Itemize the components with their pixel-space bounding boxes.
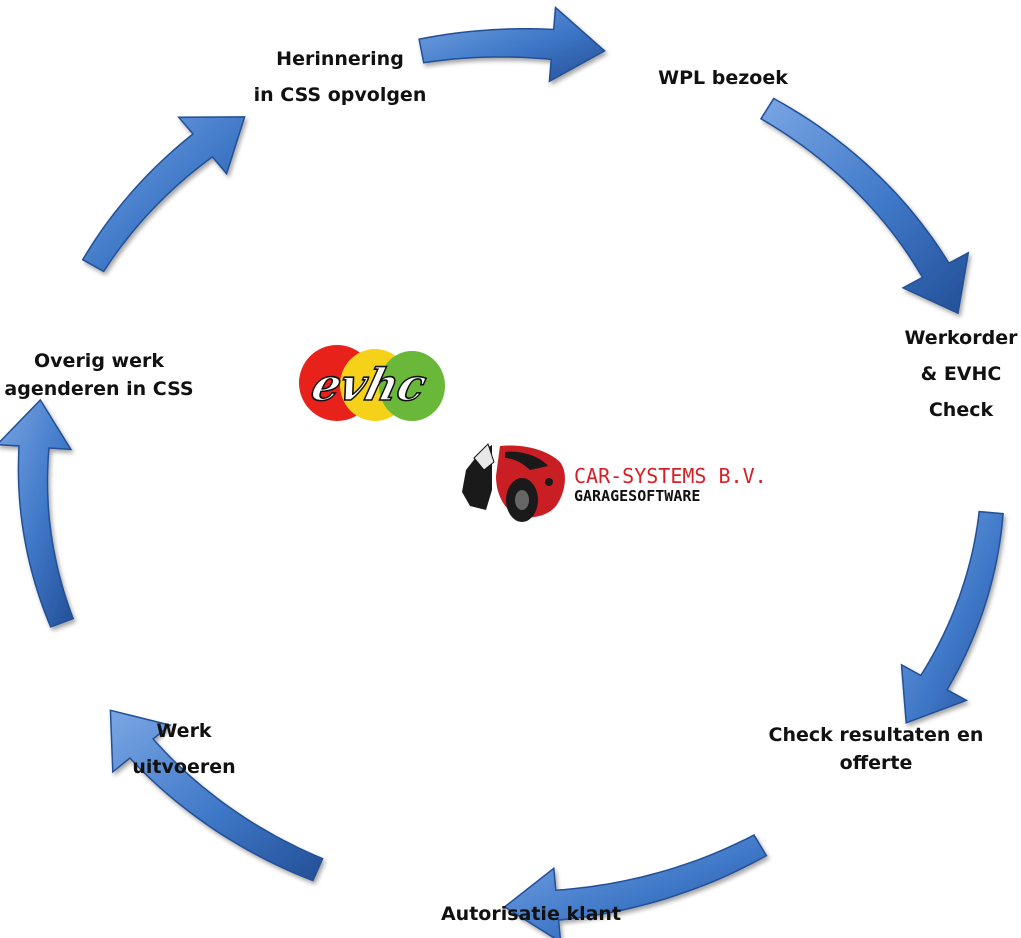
step-line: Herinnering xyxy=(276,48,404,70)
step-line: in CSS opvolgen xyxy=(253,84,427,107)
step-line: agenderen in CSS xyxy=(4,377,194,400)
step-wpl-bezoek: WPL bezoek xyxy=(658,60,788,96)
cycle-arrows xyxy=(0,6,1004,938)
step-line: uitvoeren xyxy=(132,756,236,779)
step-line: & EVHC xyxy=(920,363,1002,386)
step-autorisatie-klant: Autorisatie klant xyxy=(441,896,621,932)
step-werkorder: Werkorder & EVHC Check xyxy=(905,320,1018,428)
step-herinnering: Herinnering in CSS opvolgen xyxy=(254,41,427,113)
car-systems-tagline: GARAGESOFTWARE xyxy=(574,487,700,505)
step-line: Werk xyxy=(156,720,212,742)
evhc-logo: evhc xyxy=(299,345,445,421)
step-line: Check xyxy=(928,399,994,422)
step-line: Overig werk xyxy=(34,350,164,372)
step-line: Werkorder xyxy=(904,327,1018,349)
arrow-to-wpl-bezoek xyxy=(418,6,606,83)
arrow-to-werk-uitvoeren xyxy=(109,709,324,882)
step-check-resultaten: Check resultaten en offerte xyxy=(769,722,984,777)
arrow-to-overig-werk xyxy=(0,398,75,628)
car-icon xyxy=(462,443,565,522)
step-line: offerte xyxy=(839,751,913,774)
evhc-logo-text: evhc xyxy=(306,359,431,411)
step-line: WPL bezoek xyxy=(658,67,788,89)
evhc-green-circle xyxy=(379,351,445,421)
step-line: Autorisatie klant xyxy=(440,903,622,925)
step-overig-werk: Overig werk agenderen in CSS xyxy=(4,348,193,403)
car-systems-name: CAR-SYSTEMS B.V. xyxy=(574,464,767,488)
arrow-to-check-resultaten xyxy=(900,510,1004,724)
step-werk-uitvoeren: Werk uitvoeren xyxy=(132,713,235,785)
arrow-to-autorisatie xyxy=(503,834,768,938)
car-systems-logo: CAR-SYSTEMS B.V. GARAGESOFTWARE xyxy=(462,443,767,522)
step-line: Check resultaten en xyxy=(768,724,984,746)
arrow-to-werkorder xyxy=(759,97,970,315)
arrow-to-herinnering xyxy=(81,116,246,273)
